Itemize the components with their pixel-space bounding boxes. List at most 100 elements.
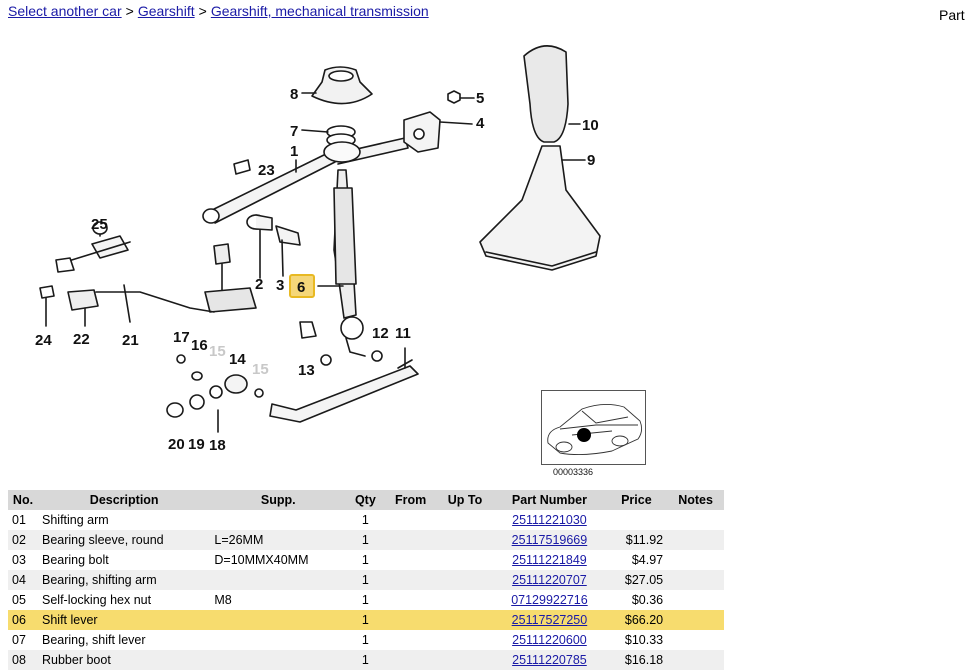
row-price: $27.05 xyxy=(605,570,668,590)
table-row: 04 Bearing, shifting arm 1 25111220707 $… xyxy=(8,570,724,590)
parts-diagram: 1 2 3 4 5 6 7 8 9 10 11 12 13 14 15 15 1… xyxy=(35,45,601,454)
row-qty: 1 xyxy=(346,610,385,630)
car-outline-icon xyxy=(547,404,643,456)
row-description: Bearing, shift lever xyxy=(42,633,146,647)
row-qty: 1 xyxy=(346,530,385,550)
part-number-link[interactable]: 25111220600 xyxy=(512,633,587,647)
row-price xyxy=(606,510,667,530)
row-no: 08 xyxy=(8,650,38,670)
row-no: 01 xyxy=(12,513,26,527)
callout-17: 17 xyxy=(173,329,190,346)
callout-22: 22 xyxy=(73,331,90,348)
diagram-callouts: 1 2 3 4 5 6 7 8 9 10 11 12 13 14 15 15 1… xyxy=(35,86,599,454)
row-from xyxy=(384,530,437,550)
col-part-number: Part Number xyxy=(493,490,606,510)
callout-1: 1 xyxy=(290,143,298,160)
table-row: 03 Bearing bolt D=10MMX40MM 1 2511122184… xyxy=(8,550,724,570)
part-number-link[interactable]: 25111221849 xyxy=(512,553,587,567)
row-no: 02 xyxy=(8,530,38,550)
row-from xyxy=(385,550,437,570)
callout-20: 20 xyxy=(168,436,185,453)
callout-6: 6 xyxy=(297,279,305,296)
row-upto xyxy=(437,630,494,650)
highlight-callout-box xyxy=(289,274,315,298)
breadcrumb-separator: > xyxy=(198,3,207,19)
row-from xyxy=(384,610,437,630)
part-number-link[interactable]: 25117527250 xyxy=(511,613,588,627)
callout-19: 19 xyxy=(188,436,205,453)
row-description: Self-locking hex nut xyxy=(42,593,152,607)
row-no: 05 xyxy=(12,593,26,607)
row-supp: M8 xyxy=(214,593,232,607)
col-no: No. xyxy=(8,490,38,510)
row-from xyxy=(385,510,437,530)
callout-11: 11 xyxy=(395,325,411,342)
callout-15: 15 xyxy=(252,361,269,378)
row-notes xyxy=(667,570,724,590)
car-locator-thumbnail[interactable] xyxy=(541,390,646,465)
callout-23: 23 xyxy=(258,162,275,179)
callout-25: 25 xyxy=(91,216,108,233)
row-notes xyxy=(667,650,724,670)
col-notes: Notes xyxy=(667,490,724,510)
row-upto xyxy=(436,530,494,550)
callout-15: 15 xyxy=(209,343,226,360)
row-notes xyxy=(667,530,724,550)
breadcrumb-mechanical-transmission-link[interactable]: Gearshift, mechanical transmission xyxy=(210,3,429,19)
row-supp xyxy=(210,510,346,530)
callout-8: 8 xyxy=(290,86,298,103)
row-from xyxy=(385,630,437,650)
row-no: 07 xyxy=(12,633,26,647)
row-qty: 1 xyxy=(361,513,369,527)
row-notes xyxy=(667,550,724,570)
part-number-link[interactable]: 25111220707 xyxy=(512,573,587,587)
col-description: Description xyxy=(38,490,211,510)
row-price: $10.33 xyxy=(624,633,664,647)
table-header-row: No. Description Supp. Qty From Up To Par… xyxy=(8,490,724,510)
row-notes xyxy=(667,510,724,530)
callout-13: 13 xyxy=(298,362,315,379)
breadcrumb-gearshift-link[interactable]: Gearshift xyxy=(137,3,195,19)
row-notes xyxy=(667,630,724,650)
row-qty: 1 xyxy=(346,650,385,670)
row-price: $66.20 xyxy=(605,610,668,630)
part-number-link[interactable]: 25117519669 xyxy=(511,533,588,547)
row-price: $16.18 xyxy=(605,650,668,670)
breadcrumb-select-car-link[interactable]: Select another car xyxy=(8,3,122,19)
row-notes xyxy=(667,610,724,630)
row-from xyxy=(384,570,437,590)
row-qty: 1 xyxy=(361,593,369,607)
row-qty: 1 xyxy=(346,570,385,590)
row-upto xyxy=(437,510,494,530)
row-upto xyxy=(436,570,494,590)
row-supp: L=26MM xyxy=(210,530,347,550)
row-price: $0.36 xyxy=(631,593,664,607)
callout-5: 5 xyxy=(476,90,484,107)
breadcrumb: Select another car>Gearshift>Gearshift, … xyxy=(8,3,429,19)
row-from xyxy=(384,650,437,670)
table-row: 02 Bearing sleeve, round L=26MM 1 251175… xyxy=(8,530,724,550)
row-description: Shifting arm xyxy=(42,513,109,527)
row-description: Bearing, shifting arm xyxy=(38,570,211,590)
row-upto xyxy=(437,590,494,610)
row-price: $4.97 xyxy=(631,553,664,567)
callout-3: 3 xyxy=(276,277,284,294)
col-from: From xyxy=(384,490,437,510)
table-row: 01 Shifting arm 1 25111221030 xyxy=(8,510,724,530)
breadcrumb-separator: > xyxy=(125,3,134,19)
row-no: 03 xyxy=(12,553,26,567)
col-upto: Up To xyxy=(436,490,494,510)
thumbnail-caption: 00003336 xyxy=(553,467,594,477)
location-marker-icon xyxy=(577,428,591,442)
callout-2: 2 xyxy=(255,276,263,293)
callout-16: 16 xyxy=(191,337,208,354)
callout-14: 14 xyxy=(229,351,246,368)
callout-4: 4 xyxy=(476,115,485,132)
row-qty: 1 xyxy=(361,553,369,567)
part-number-link[interactable]: 25111221030 xyxy=(512,513,587,527)
row-supp: D=10MMX40MM xyxy=(214,553,309,567)
callout-21: 21 xyxy=(122,332,139,349)
part-number-link[interactable]: 25111220785 xyxy=(512,653,587,667)
row-description: Shift lever xyxy=(38,610,211,630)
part-number-link[interactable]: 07129922716 xyxy=(511,593,588,607)
